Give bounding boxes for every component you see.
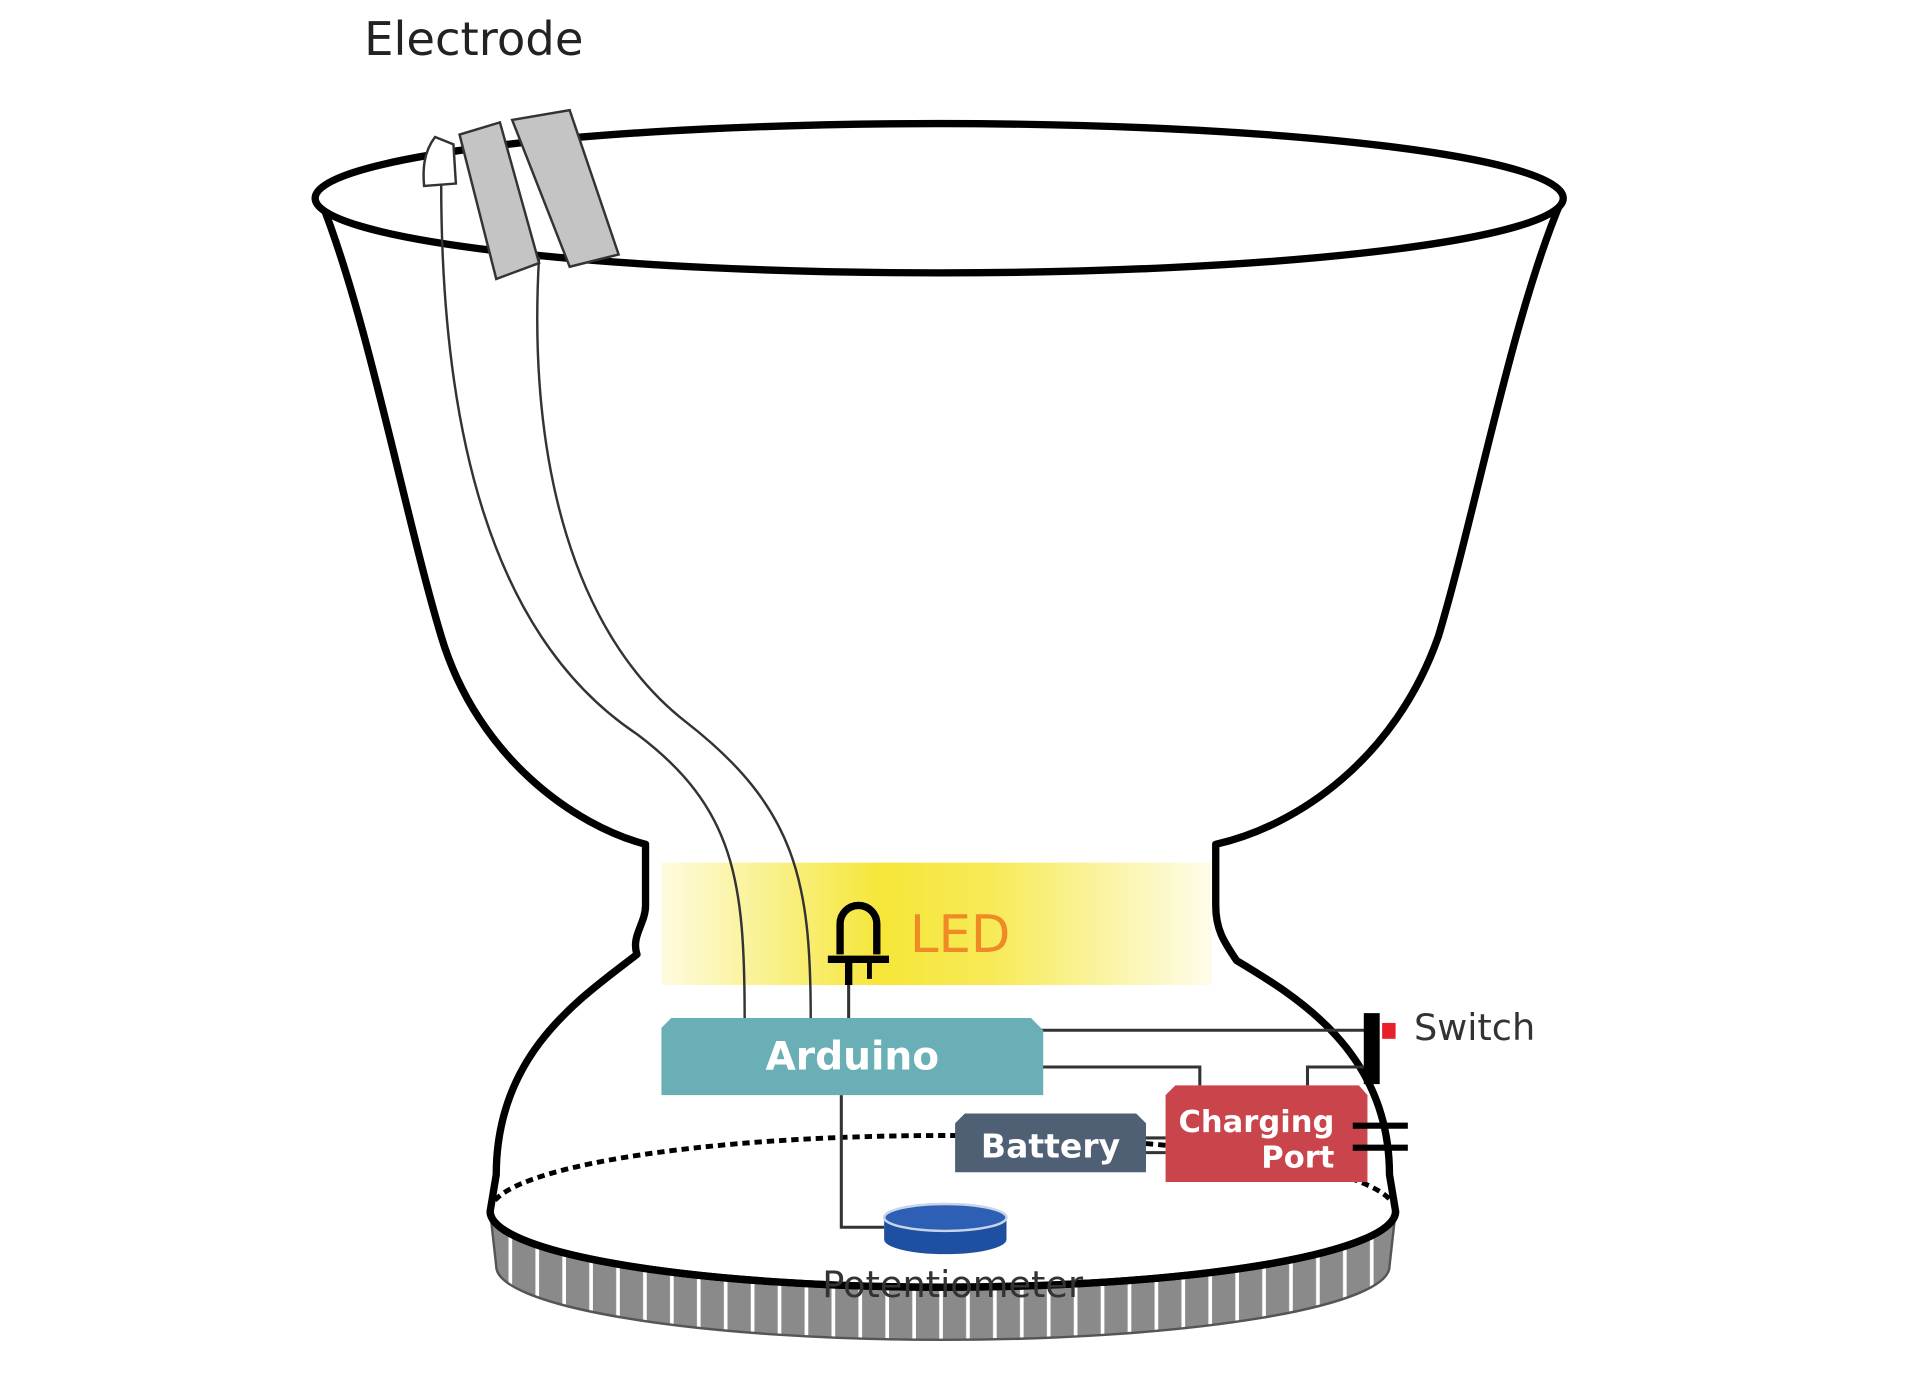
arduino-label: Arduino	[765, 1034, 939, 1079]
electrode-wire-2	[536, 256, 812, 1019]
circuit-wires	[839, 984, 1369, 1229]
potentiometer-label: Potentiometer	[822, 1263, 1084, 1306]
electrode-wire-1	[439, 183, 746, 1019]
battery-label: Battery	[981, 1127, 1120, 1166]
base-ellipse-front	[486, 1211, 1400, 1291]
switch: Switch	[1363, 1006, 1535, 1085]
switch-indicator	[1382, 1022, 1396, 1039]
led-icon	[827, 901, 890, 985]
charging-port: Charging Port	[1165, 1085, 1408, 1182]
arduino-board: Arduino	[661, 1018, 1044, 1096]
potentiometer: Potentiometer	[822, 1202, 1084, 1306]
electrode-strips	[422, 108, 621, 281]
switch-label: Switch	[1414, 1006, 1535, 1049]
bowl-rim	[311, 119, 1567, 277]
led-label: LED	[910, 905, 1011, 965]
charging-port-label-line1: Charging	[1178, 1105, 1334, 1140]
charging-port-label-line2: Port	[1261, 1140, 1334, 1175]
led-glow	[661, 862, 1213, 985]
battery: Battery	[955, 1113, 1146, 1173]
electrode-label: Electrode	[364, 12, 583, 66]
